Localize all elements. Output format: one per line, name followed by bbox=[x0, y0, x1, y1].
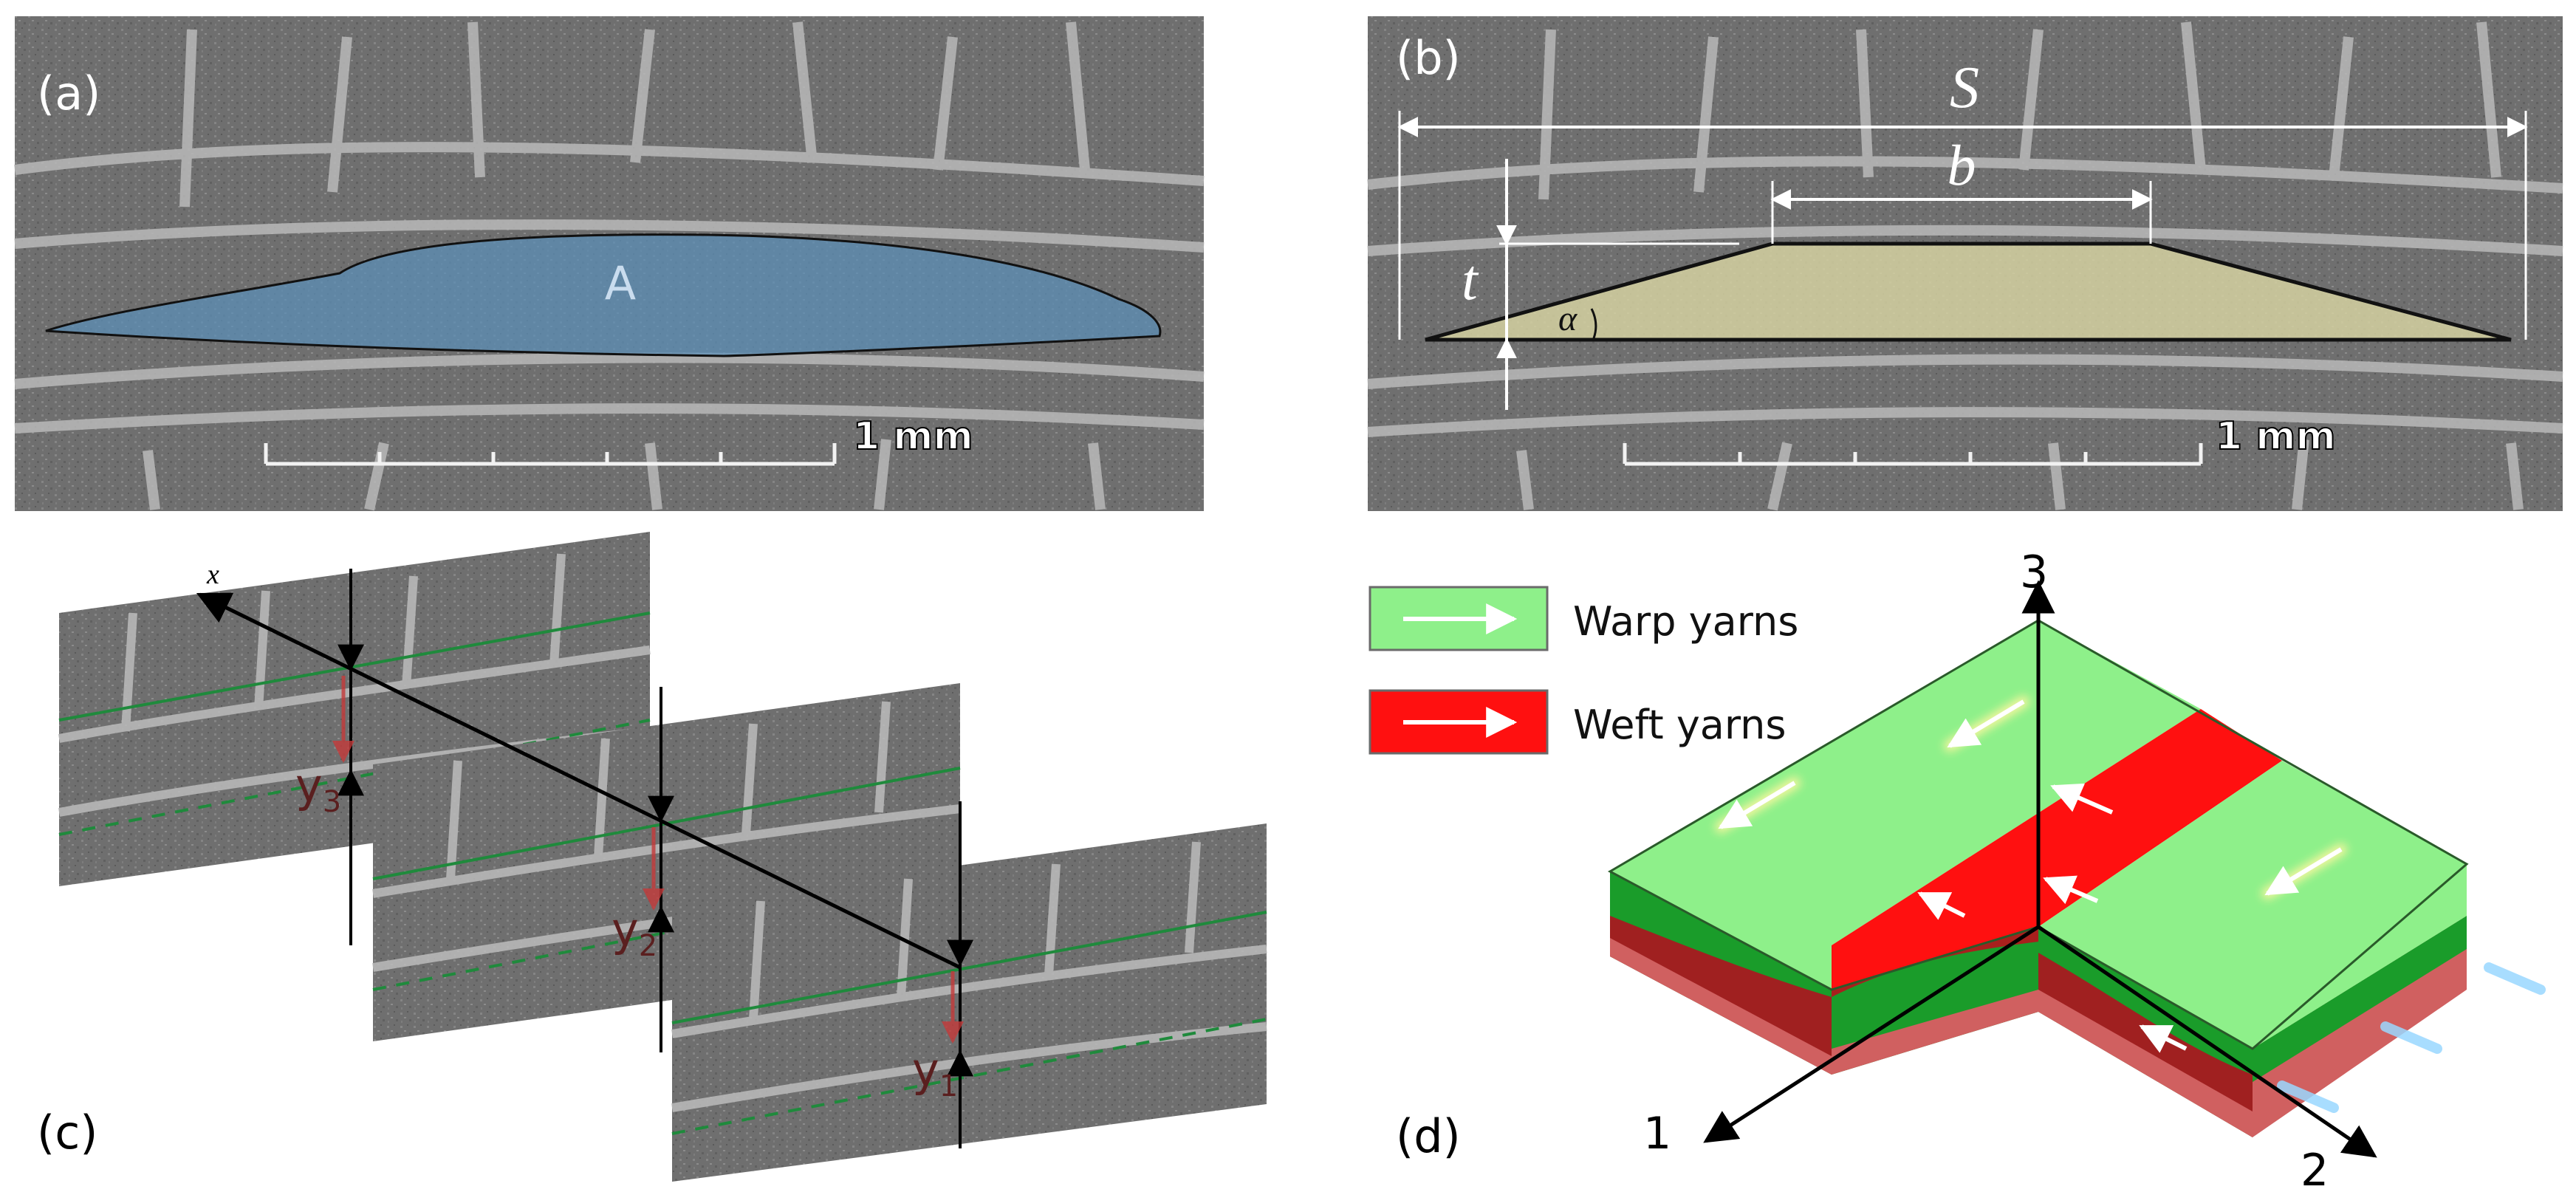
panel-label-d: (d) bbox=[1396, 1109, 1461, 1163]
panel-label-c: (c) bbox=[37, 1106, 97, 1160]
scale-bar-b bbox=[1623, 443, 2203, 466]
thickness-label: t bbox=[1462, 247, 1479, 312]
axis-3: 3 bbox=[2020, 547, 2055, 927]
angle-arc bbox=[1590, 308, 1597, 339]
thickness-dimension bbox=[1496, 159, 1739, 410]
slice-label-3: y3 bbox=[295, 758, 341, 819]
laminate-block bbox=[1607, 619, 2546, 1137]
area-region bbox=[45, 233, 1162, 357]
panel-c: x y3 y2 y1 (c) bbox=[37, 532, 1267, 1182]
legend-weft: Weft yarns bbox=[1368, 689, 1787, 755]
scale-bar-a bbox=[264, 443, 837, 466]
axis-1: 1 bbox=[1643, 925, 2040, 1160]
legend-warp-label: Warp yarns bbox=[1573, 598, 1798, 645]
legend-warp: Warp yarns bbox=[1368, 586, 1798, 651]
top-width-label: b bbox=[1948, 133, 1976, 197]
slice-probe-1: y1 bbox=[912, 801, 973, 1148]
yarn-texture-a bbox=[14, 21, 1205, 511]
legend-weft-label: Weft yarns bbox=[1573, 702, 1787, 748]
area-label: A bbox=[605, 256, 636, 310]
span-label: S bbox=[1950, 55, 1979, 120]
panel-d: Warp yarns Weft yarns bbox=[1368, 547, 2546, 1192]
slice-probe-2: y2 bbox=[612, 687, 674, 1052]
yarn-texture-b bbox=[1367, 21, 2563, 511]
panel-label-b: (b) bbox=[1396, 31, 1461, 85]
axis-2: 2 bbox=[2037, 925, 2377, 1192]
span-dimension bbox=[1397, 111, 2528, 340]
slice-label-2: y2 bbox=[612, 902, 657, 963]
x-axis-c: x bbox=[196, 559, 962, 970]
axis-2-label: 2 bbox=[2301, 1145, 2329, 1192]
axis-3-label: 3 bbox=[2020, 547, 2048, 598]
slice-label-1: y1 bbox=[912, 1043, 958, 1103]
angle-label: α bbox=[1558, 299, 1578, 338]
axis-1-label: 1 bbox=[1643, 1108, 1671, 1160]
top-width-dimension bbox=[1770, 181, 2153, 244]
scale-label-a: 1 mm bbox=[853, 414, 973, 459]
scale-label-b: 1 mm bbox=[2216, 414, 2336, 459]
panel-label-a: (a) bbox=[37, 66, 100, 120]
panel-a: A 1 mm (a) bbox=[14, 16, 1205, 511]
slice-probe-3: y3 bbox=[295, 569, 364, 945]
panel-b: S b t α 1 mm (b) bbox=[1367, 16, 2563, 511]
x-axis-label: x bbox=[206, 559, 219, 590]
